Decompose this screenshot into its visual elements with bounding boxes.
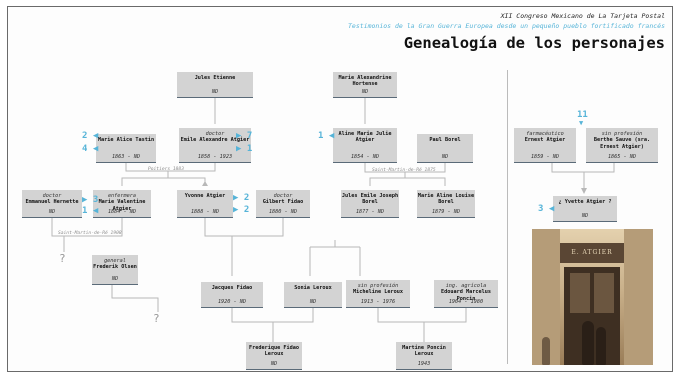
marker-emile-bottom: ▶ 1 [236, 144, 253, 154]
person-dates: ND [581, 212, 589, 219]
person-card-yvonne-atgier: Yvonne Atgier 1888 - ND [177, 190, 233, 218]
person-name: Marie Valentine Atgier [98, 199, 146, 212]
person-dates: ND [441, 153, 449, 160]
person-name: Micheline Leroux [353, 289, 403, 296]
person-dates: 1877 - ND [355, 208, 385, 215]
person-card-emile-alexandre: doctor Emile Alexandre Atgier 1858 - 192… [179, 128, 251, 163]
place-saint-martin-1908: Saint-Martin-de-Ré 1908 [58, 231, 122, 236]
person-card-marie-valentine: enfermera Marie Valentine Atgier 1884 - … [93, 190, 151, 218]
marker-emile-top: ▶ 7 [236, 131, 253, 141]
person-card-ernest-atgier: farmacéutico Ernest Atgier 1859 - ND [514, 128, 576, 163]
person-name: Marie Alice Tastin [97, 137, 155, 143]
marker-yvonne-bottom: ▶ 2 [233, 205, 250, 215]
person-card-aline-marie: Aline Marie Julie Atgier 1854 - ND [333, 128, 397, 163]
person-dates: 1920 - ND [217, 298, 247, 305]
person-dates: 1865 - ND [607, 153, 637, 160]
person-dates: 1888 - ND [190, 208, 220, 215]
person-card-sonia-leroux: Sonia Leroux ND [284, 282, 342, 308]
person-card-emmanuel-hernette: doctor Emmanuel Hernette ND [22, 190, 82, 218]
person-dates: 1859 - ND [530, 153, 560, 160]
person-name: Emmanuel Hernette [25, 199, 79, 206]
person-name: Jacques Fidao [211, 285, 253, 291]
marker-emmanuel: ▶ 3 [82, 195, 99, 205]
person-name: Sonia Leroux [294, 285, 332, 291]
place-poitiers: Poitiers 1883 [148, 167, 184, 172]
person-dates: 1943 [417, 360, 431, 367]
person-name: Yvonne Atgier [184, 193, 226, 199]
person-card-jacques-fidao: Jacques Fidao 1920 - ND [201, 282, 263, 308]
person-card-jules-etienne: Jules Etienne ND [177, 72, 253, 98]
person-card-berthe-sauve: sin profesión Berthe Sauve (sra. Ernest … [586, 128, 658, 163]
person-card-martine-poncin: Martine Poncin Leroux 1943 [396, 342, 452, 370]
congress-name: XII Congreso Mexicano de La Tarjeta Post… [500, 12, 665, 20]
person-card-frederique-fidao: Frederique Fidao Leroux ND [246, 342, 302, 370]
page-title: Genealogía de los personajes [403, 34, 665, 52]
person-card-micheline-leroux: sin profesión Micheline Leroux 1913 - 19… [346, 280, 410, 308]
marker-ernest-berthe: 11 [577, 110, 588, 120]
storefront-sign: E. ATGIER [560, 243, 624, 263]
marker-yvonne-top: ▶ 2 [233, 193, 250, 203]
person-name: Aline Marie Julie Atgier [338, 131, 392, 144]
person-card-frederik-olsen: general Frederik Olsen ND [92, 255, 138, 285]
person-dates: 1884 - ND [107, 208, 137, 215]
person-card-marie-alexandrine: Marie Alexandrine Hortense ND [333, 72, 397, 98]
person-name: Emile Alexandre Atgier [180, 137, 250, 144]
person-dates: ND [361, 88, 369, 95]
person-dates: 1854 - ND [350, 153, 380, 160]
person-dates: ND [211, 88, 219, 95]
person-name: ¿ Yvette Atgier ? [558, 199, 612, 205]
presentation-subtitle: Testimonios de la Gran Guerra Europea de… [348, 22, 665, 30]
person-card-yvette-atgier: ¿ Yvette Atgier ? ND [553, 196, 617, 222]
person-card-gilbert-fidao: doctor Gilbert Fidao 1880 - ND [256, 190, 310, 218]
marker-ernest-berthe-arrow: ▼ [579, 119, 584, 127]
place-saint-martin-1875: Saint-Martin-de-Ré 1875 [372, 168, 436, 173]
marker-yvette: 3 ◀ [538, 204, 555, 214]
person-dates: 1858 - 1923 [197, 153, 233, 160]
person-name: Jules Emile Joseph Borel [341, 193, 399, 206]
person-name: Paul Borel [429, 137, 461, 143]
storefront-photo: E. ATGIER [532, 229, 653, 365]
person-card-edouard-poncin: ing. agrícola Edouard Marcelus Poncin 19… [434, 280, 498, 308]
section-divider [507, 70, 508, 364]
marker-marie-valentine: 1 ◀ [82, 206, 99, 216]
person-name: Ernest Atgier [524, 137, 566, 144]
person-name: Berthe Sauve (sra. Ernest Atgier) [593, 137, 651, 150]
person-dates: ND [309, 298, 317, 305]
person-dates: ND [270, 360, 278, 367]
person-name: Edouard Marcelus Poncin [441, 289, 491, 302]
person-dates: 1880 - ND [268, 208, 298, 215]
person-dates: ND [48, 208, 56, 215]
person-dates: 1879 - ND [431, 208, 461, 215]
person-name: Martine Poncin Leroux [402, 345, 446, 358]
marker-marie-alice-top: 2 ◀ [82, 131, 99, 141]
person-dates: 1913 - 1976 [360, 298, 396, 305]
person-name: Gilbert Fidao [262, 199, 304, 206]
person-dates: ND [111, 275, 119, 282]
unknown-descendant-left: ? [59, 252, 66, 265]
person-dates: 1863 - ND [111, 153, 141, 160]
person-name: Jules Etienne [194, 75, 236, 81]
marker-marie-alice-bottom: 4 ◀ [82, 144, 99, 154]
person-name: Marie Alexandrine Hortense [338, 75, 392, 88]
person-card-marie-aline: Marie Aline Louise Borel 1879 - ND [417, 190, 475, 218]
person-name: Frederique Fidao Leroux [249, 345, 299, 358]
person-card-jules-emile: Jules Emile Joseph Borel 1877 - ND [341, 190, 399, 218]
person-name: Marie Aline Louise Borel [417, 193, 475, 206]
person-dates: 1904 - 1980 [448, 298, 484, 305]
unknown-descendant-frederik: ? [153, 312, 160, 325]
person-card-marie-alice: Marie Alice Tastin 1863 - ND [96, 134, 156, 163]
person-name: Frederik Olsen [93, 264, 137, 271]
marker-aline: 1 ◀ [318, 131, 335, 141]
person-card-paul-borel: Paul Borel ND [417, 134, 473, 163]
